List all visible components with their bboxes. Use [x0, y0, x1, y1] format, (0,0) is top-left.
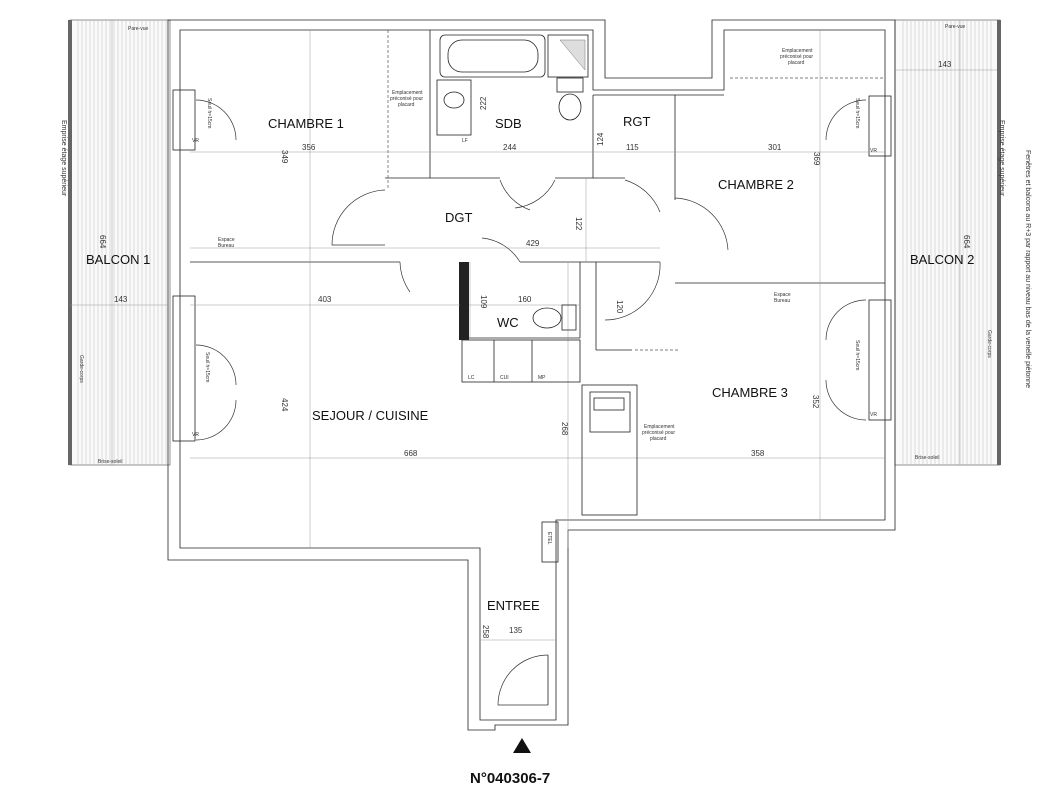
note-emplacement-placard-1: Emplacement préconisé pour placard	[390, 90, 423, 108]
room-label-chambre1: CHAMBRE 1	[268, 116, 344, 131]
note-espace-bureau-1: Espace Bureau	[218, 237, 235, 249]
room-label-balcon1: BALCON 1	[86, 252, 150, 267]
note-emprise: Emprise étage supérieur	[998, 120, 1005, 197]
svg-text:placard: placard	[650, 436, 667, 442]
svg-text:préconisé pour: préconisé pour	[642, 430, 675, 436]
dimension-label: 668	[404, 449, 418, 458]
room-label-wc: WC	[497, 315, 519, 330]
dimension-label: 143	[114, 295, 128, 304]
dimension-label: 352	[811, 395, 820, 409]
shower-icon	[547, 34, 589, 78]
note-brise-soleil: Brise-soleil	[98, 459, 122, 465]
dimension-label: 122	[574, 217, 583, 231]
dimension-label: 124	[596, 132, 605, 146]
svg-text:Bureau: Bureau	[774, 298, 790, 304]
note-pare-vue: Pare-vue	[945, 24, 966, 30]
svg-text:placard: placard	[788, 60, 805, 66]
svg-text:placard: placard	[398, 102, 415, 108]
svg-text:Espace: Espace	[774, 292, 791, 298]
dimension-label: 429	[526, 239, 540, 248]
room-label-sejour: SEJOUR / CUISINE	[312, 408, 429, 423]
dimension-label: 424	[280, 398, 289, 412]
dimension-lines	[70, 20, 997, 641]
dimension-label: 222	[479, 96, 488, 110]
svg-text:Bureau: Bureau	[218, 243, 234, 249]
dimension-label: 358	[751, 449, 765, 458]
note-seuil: Seuil h=15cm	[854, 98, 860, 128]
room-label-balcon2: BALCON 2	[910, 252, 974, 267]
svg-text:Espace: Espace	[218, 237, 235, 243]
note-lc: LC	[468, 375, 475, 381]
note-mp: MP	[538, 375, 546, 381]
bathtub-icon	[439, 34, 546, 78]
dimension-label: 115	[626, 143, 639, 152]
dimension-label: 403	[318, 295, 332, 304]
outer-wall	[167, 19, 896, 731]
room-label-entree: ENTREE	[487, 598, 540, 613]
plan-reference: N°040306-7	[470, 770, 550, 787]
note-lf: LF	[462, 138, 468, 144]
dimension-label: 301	[768, 143, 782, 152]
note-etel: ETEL	[546, 532, 552, 545]
note-brise-soleil: Brise-soleil	[915, 455, 939, 461]
note-seuil: Seuil h=15cm	[854, 340, 860, 370]
door-swings	[195, 99, 867, 706]
dimension-label: 369	[812, 152, 821, 166]
note-seuil: Seuil h=15cm	[206, 98, 212, 128]
dimension-label: 664	[98, 235, 107, 249]
dimension-label: 160	[518, 295, 532, 304]
dimension-label: 349	[280, 150, 289, 164]
sink-icon	[436, 79, 472, 136]
note-side: Fenêtres et balcons au R+3 par rapport a…	[1024, 150, 1031, 388]
note-garde-corps: Garde-corps	[986, 330, 992, 358]
room-label-dgt: DGT	[445, 210, 473, 225]
room-label-rgt: RGT	[623, 114, 651, 129]
svg-text:Emplacement: Emplacement	[644, 424, 675, 430]
placard-zones	[387, 30, 885, 516]
dimension-label: 135	[509, 626, 523, 635]
dimension-label: 664	[962, 235, 971, 249]
svg-text:préconisé pour: préconisé pour	[780, 54, 813, 60]
note-espace-bureau-2: Espace Bureau	[774, 292, 791, 304]
toilet-icon	[556, 77, 584, 121]
entrance-arrow-icon	[513, 738, 531, 753]
interior-walls	[190, 30, 885, 351]
wc-toilet-icon	[532, 304, 577, 331]
note-emplacement-placard-2: Emplacement préconisé pour placard	[780, 48, 813, 66]
svg-text:préconisé pour: préconisé pour	[390, 96, 423, 102]
note-emplacement-placard-3: Emplacement préconisé pour placard	[642, 424, 675, 442]
svg-text:Emplacement: Emplacement	[782, 48, 813, 54]
window-frames	[172, 89, 892, 442]
balcony-1-area	[68, 19, 171, 466]
note-vr: VR	[870, 412, 877, 418]
dimension-label: 268	[560, 422, 569, 436]
dimension-label: 120	[615, 300, 624, 314]
dimension-label: 356	[302, 143, 316, 152]
dimension-label: 244	[503, 143, 517, 152]
note-emprise: Emprise étage supérieur	[60, 120, 67, 197]
kitchen-counter	[461, 339, 581, 383]
svg-text:Emplacement: Emplacement	[392, 90, 423, 96]
room-label-chambre2: CHAMBRE 2	[718, 177, 794, 192]
room-label-chambre3: CHAMBRE 3	[712, 385, 788, 400]
room-label-sdb: SDB	[495, 116, 522, 131]
dimension-label: 109	[479, 295, 488, 309]
note-pare-vue: Pare-vue	[128, 26, 149, 32]
dimension-label: 258	[481, 625, 490, 639]
note-vr: VR	[870, 148, 877, 154]
balcony-2-area	[894, 19, 1001, 466]
note-seuil: Seuil h=15cm	[204, 352, 210, 382]
note-cui: CUI	[500, 375, 509, 381]
note-vr: VR	[192, 138, 199, 144]
note-vr: VR	[192, 432, 199, 438]
etel-box	[541, 521, 559, 563]
dimension-label: 143	[938, 60, 952, 69]
kitchen-sink-icon	[589, 391, 631, 433]
note-garde-corps: Garde-corps	[78, 355, 84, 383]
